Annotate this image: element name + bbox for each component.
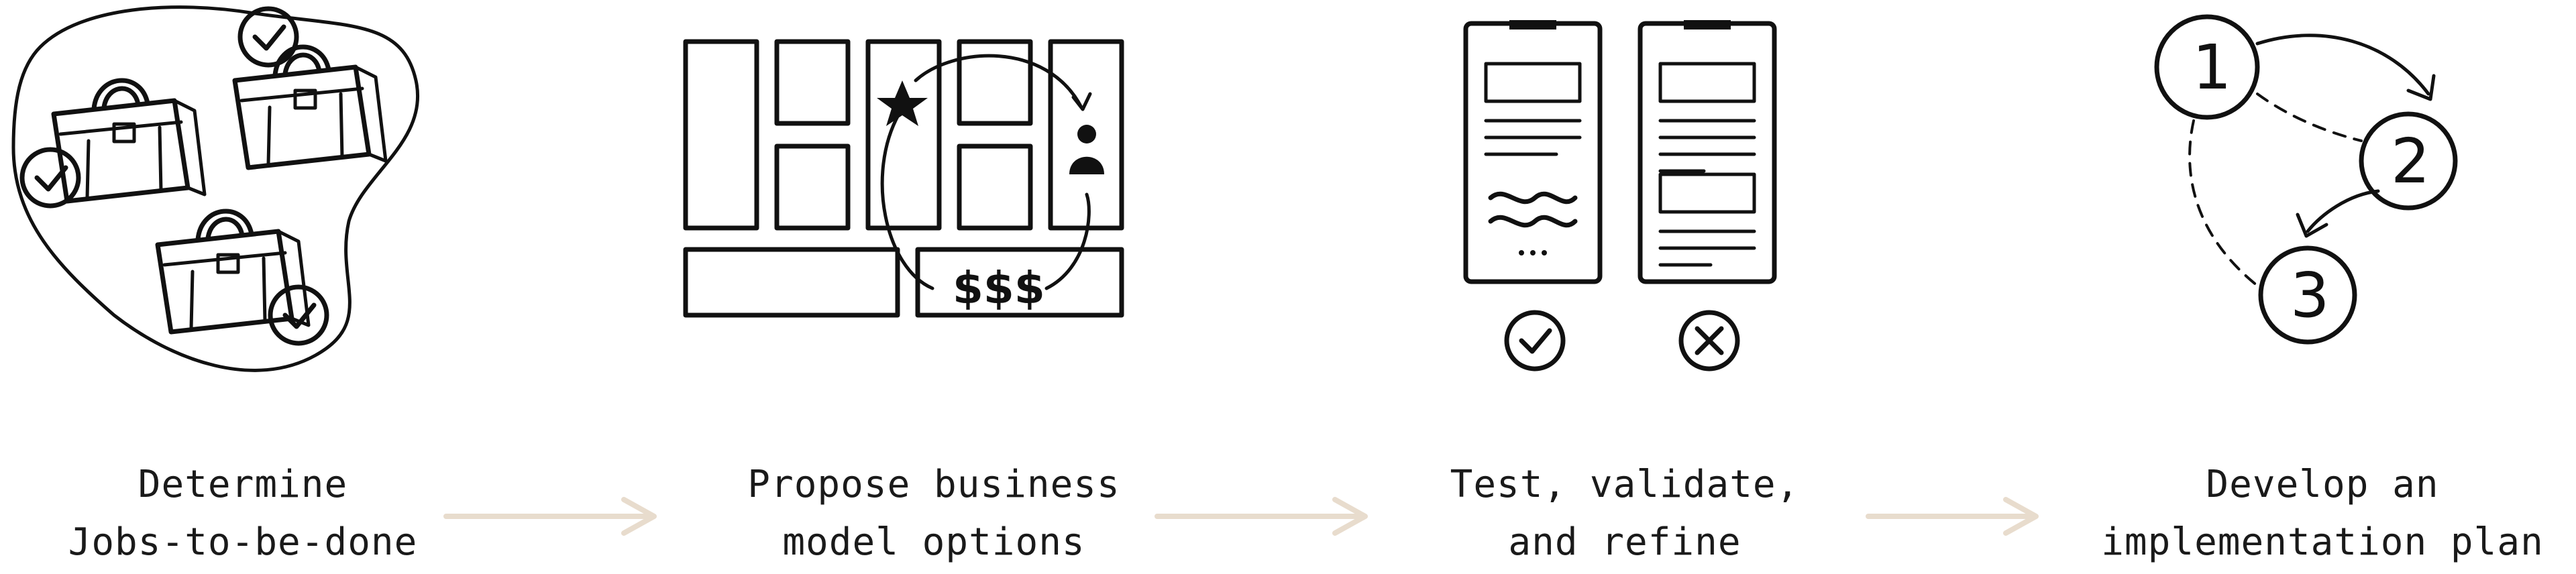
close-icon [1678, 310, 1740, 371]
step-number-2: 2 [2391, 125, 2430, 197]
numbered-steps-icon: 1 2 3 [2066, 0, 2576, 376]
flow-arrow-1 [443, 496, 664, 536]
step-number-1: 1 [2192, 32, 2232, 103]
phone-ab-test-icon [1389, 0, 1898, 376]
flow-arrow-2 [1154, 496, 1375, 536]
check-icon [1504, 310, 1566, 371]
step-label-propose-options: Propose business model options [747, 463, 1120, 564]
business-model-canvas-icon: $$$ [671, 0, 1181, 376]
step-number-3: 3 [2290, 260, 2330, 331]
currency-label: $$$ [953, 262, 1045, 314]
briefcases-checked-icon [0, 0, 510, 376]
step-label-determine-jtbd: Determine Jobs-to-be-done [68, 463, 418, 564]
step-label-implementation-plan: Develop an implementation plan [2101, 463, 2544, 564]
check-icon [237, 6, 299, 68]
step-label-test-validate: Test, validate, and refine [1450, 463, 1800, 564]
check-icon [268, 284, 329, 346]
check-icon [19, 147, 81, 209]
flow-arrow-3 [1865, 496, 2046, 536]
